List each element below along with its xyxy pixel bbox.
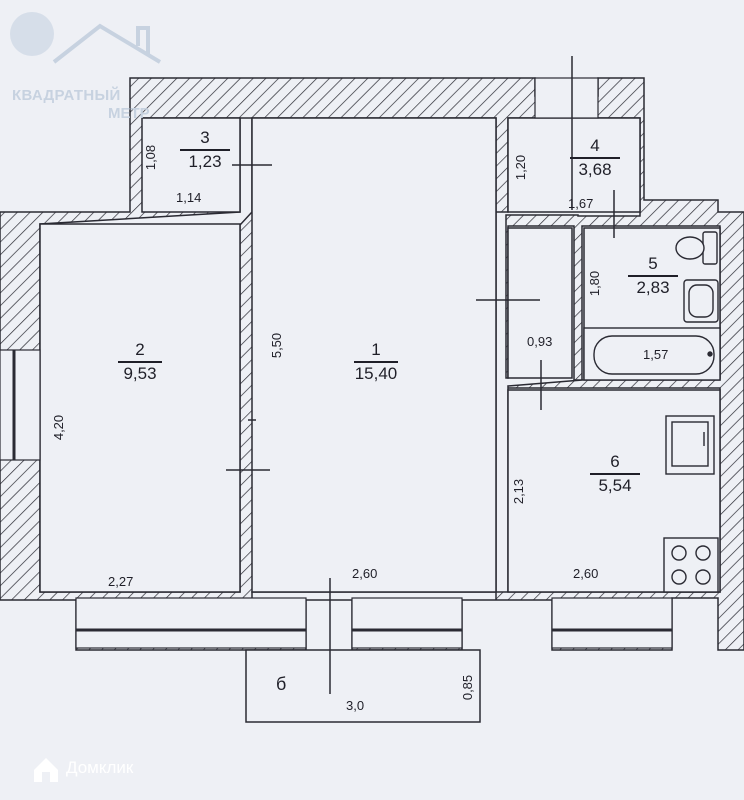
door-marks (226, 56, 615, 471)
room-2-area: 9,53 (123, 363, 157, 383)
dim-room3-width: 1,14 (176, 190, 202, 205)
room-4-outline (507, 117, 641, 213)
room-5-area: 2,83 (636, 277, 670, 297)
dim-balcony-width: 3,0 (346, 698, 365, 713)
dim-room6-width: 2,60 (573, 566, 599, 581)
room-6-area: 5,54 (598, 475, 632, 495)
room-3-number: 3 (200, 128, 210, 147)
domclick-watermark: Домклик (66, 758, 134, 777)
bathroom-sink-icon (683, 279, 719, 323)
dim-room1-height: 5,50 (269, 332, 285, 359)
room-1-label: 1 15,40 (354, 340, 398, 384)
room-5-number: 5 (648, 254, 658, 273)
logo-subtext: МЕТР (108, 105, 150, 122)
dim-room1-width: 2,60 (352, 566, 378, 581)
domclick-logo-icon (34, 758, 58, 782)
room-2-outline (39, 223, 241, 593)
room-1-outline (251, 117, 497, 593)
dim-room2-width: 2,27 (108, 574, 134, 589)
dim-corridor-width: 0,93 (527, 334, 553, 349)
room-1-area: 15,40 (354, 363, 398, 383)
dim-room2-height: 4,20 (51, 414, 67, 441)
room-6-label: 6 5,54 (590, 452, 640, 496)
toilet-icon (675, 231, 718, 265)
room-4-area: 3,68 (578, 159, 612, 179)
room-4-number: 4 (590, 136, 600, 155)
room-5-label: 5 2,83 (628, 254, 678, 298)
room-3-label: 3 1,23 (180, 128, 230, 172)
balcony-label: б (276, 674, 287, 694)
dim-bath-length: 1,57 (643, 347, 669, 362)
room-3-outline (141, 117, 241, 213)
dim-room3-height: 1,08 (143, 144, 159, 171)
room-2-number: 2 (135, 340, 145, 359)
balcony-outline (245, 649, 481, 723)
dim-room4-height: 1,20 (513, 154, 529, 181)
dim-room6-height: 2,13 (511, 478, 527, 505)
room-4-label: 4 3,68 (570, 136, 620, 180)
room-2-label: 2 9,53 (118, 340, 162, 384)
stove-icon (663, 537, 719, 593)
bathtub-icon (583, 327, 721, 381)
corridor-outline (507, 227, 573, 379)
room-1-number: 1 (371, 340, 381, 359)
room-6-number: 6 (610, 452, 620, 471)
dim-balcony-depth: 0,85 (460, 674, 476, 701)
dim-room4-width: 1,67 (568, 196, 594, 211)
windows (0, 77, 673, 649)
dim-room5-height: 1,80 (587, 270, 603, 297)
plumbing-fixtures (583, 231, 721, 593)
kitchen-sink-icon (665, 415, 715, 475)
logo-text: КВАДРАТНЫЙ (12, 87, 121, 104)
logo-house-icon (10, 12, 162, 64)
room-3-area: 1,23 (188, 151, 222, 171)
